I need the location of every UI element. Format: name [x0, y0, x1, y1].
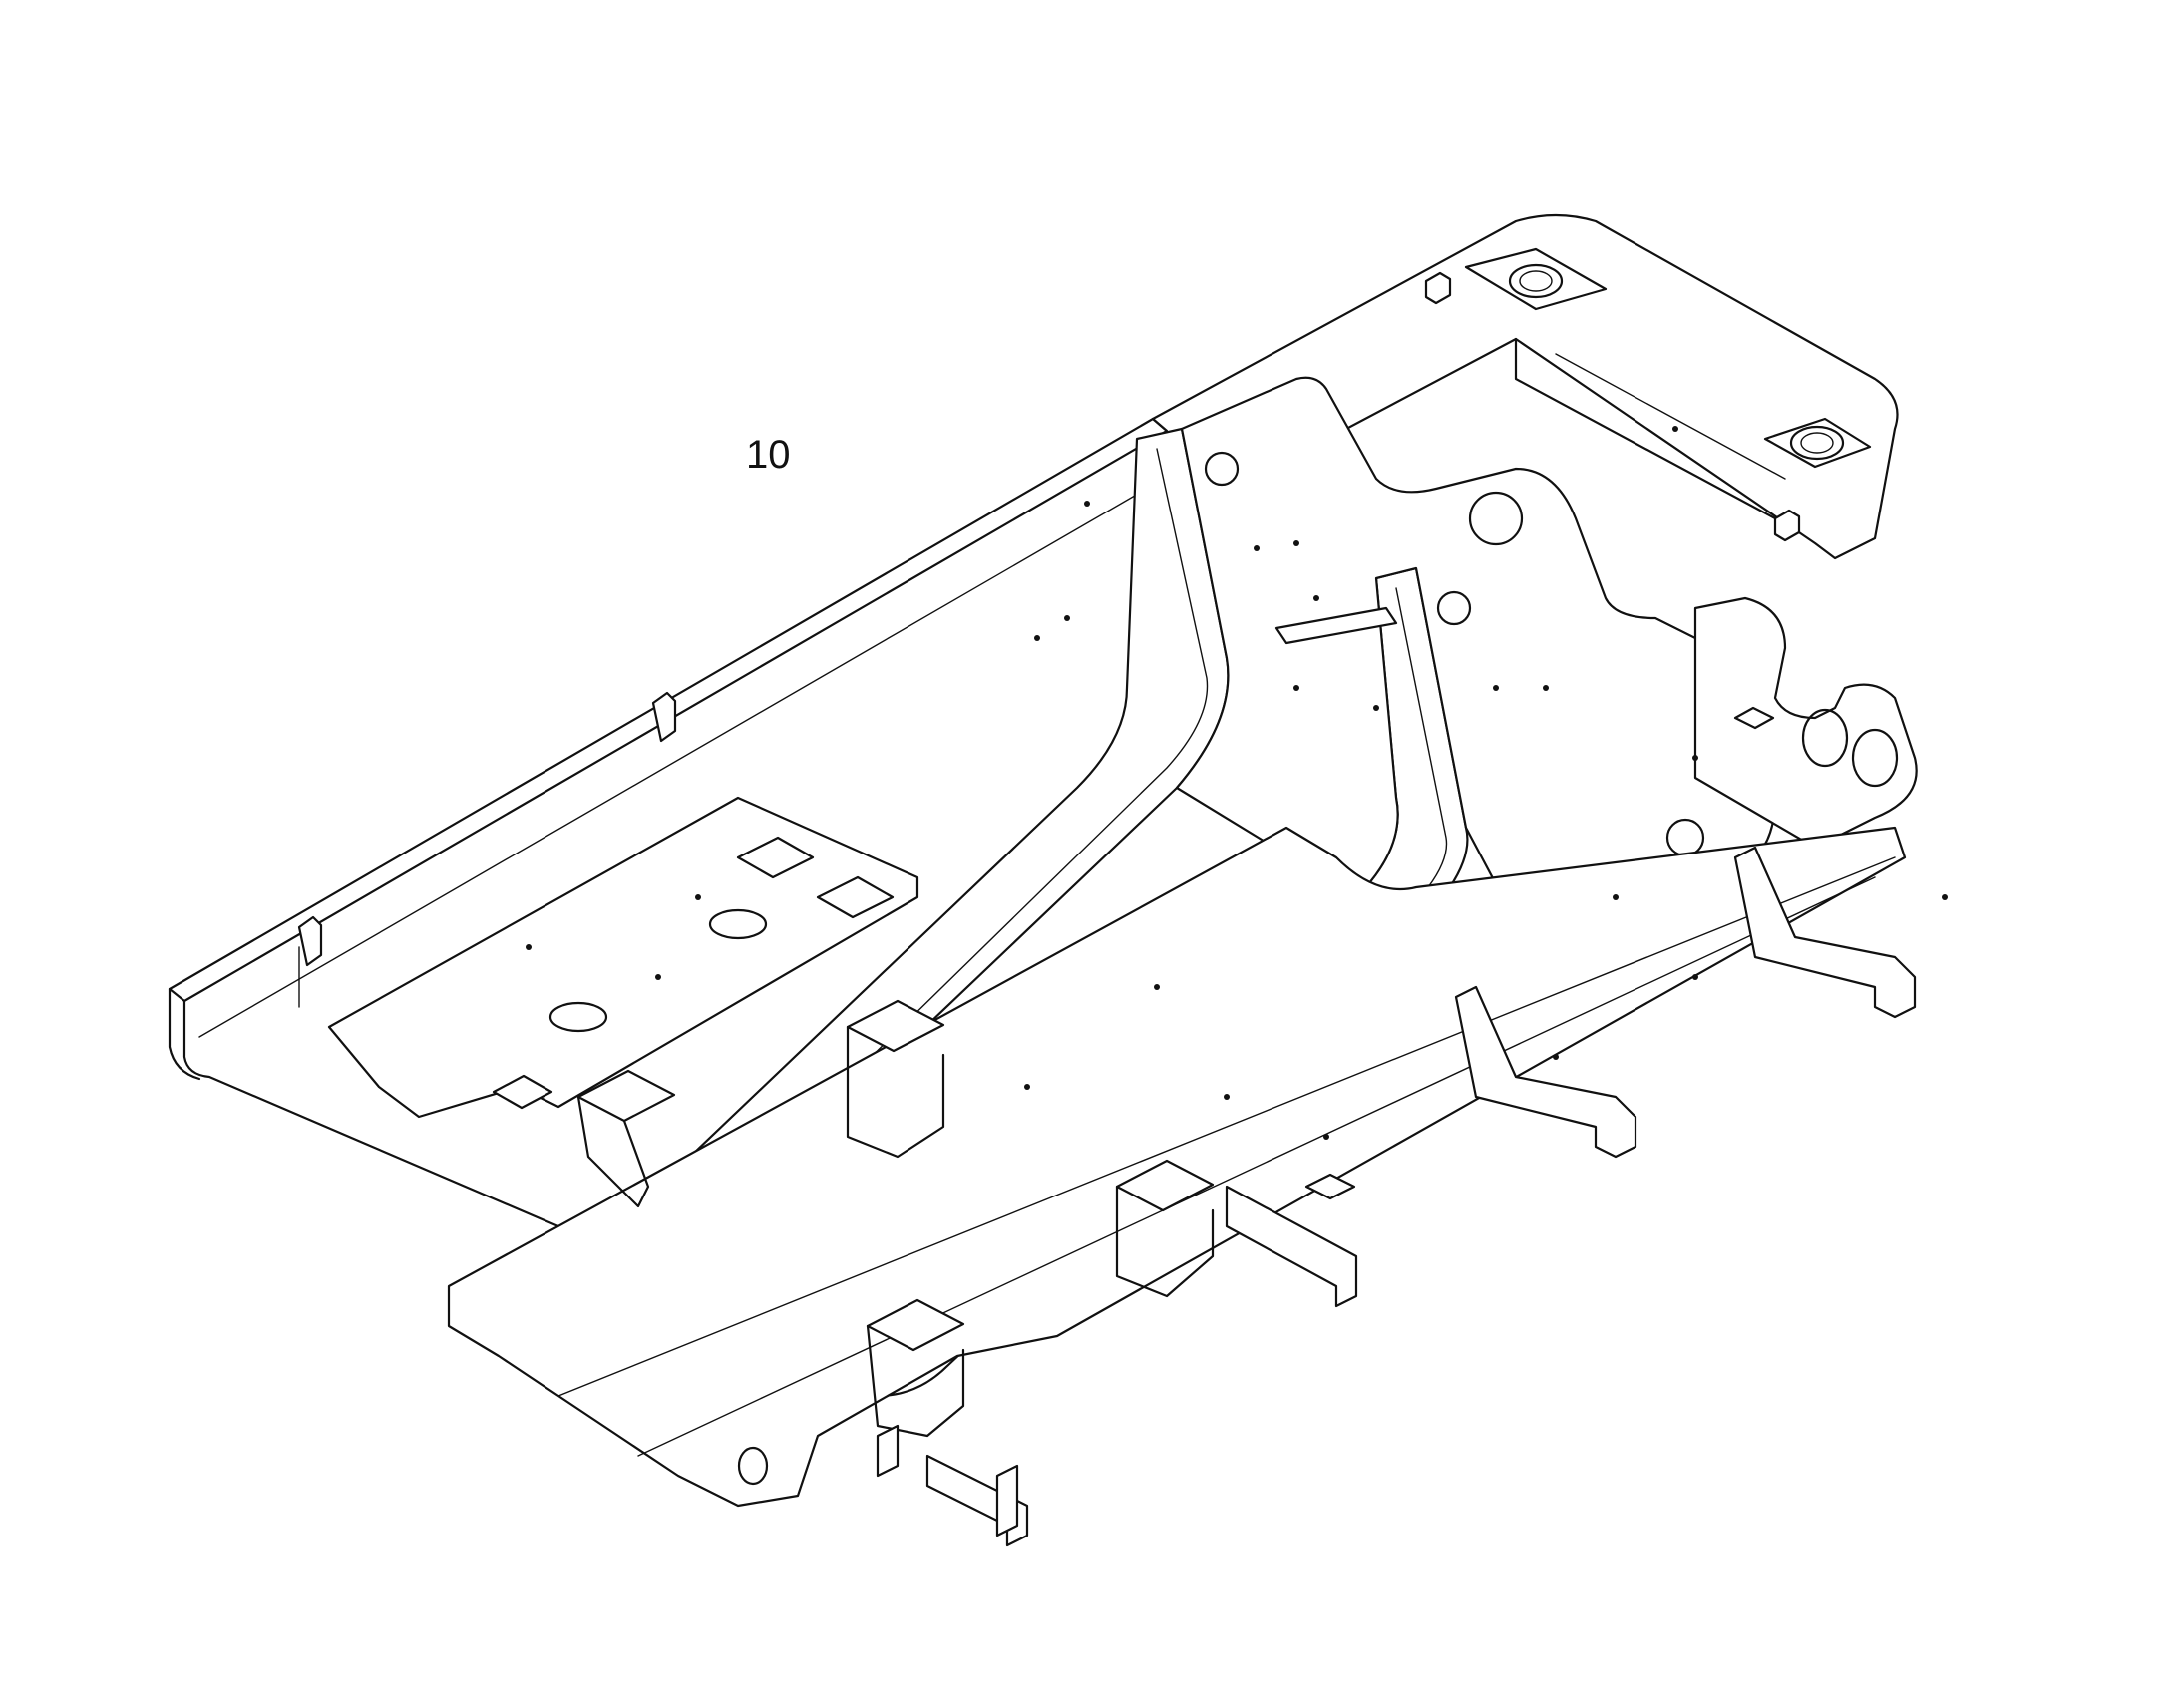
left-side-rail — [168, 417, 1169, 1228]
outrigger-arm-2 — [1454, 985, 1637, 1159]
bolt-holes — [526, 426, 1948, 1140]
cab-mount-pads — [576, 999, 1356, 1438]
rear-counterweight-box — [1151, 213, 1899, 560]
step-brackets — [876, 1185, 1358, 1547]
outrigger-arm-1 — [1733, 846, 1917, 1019]
boom-foot-bracket — [1693, 596, 1918, 850]
part-callout-label: 10 — [746, 433, 791, 477]
front-deck-plate — [327, 796, 919, 1119]
